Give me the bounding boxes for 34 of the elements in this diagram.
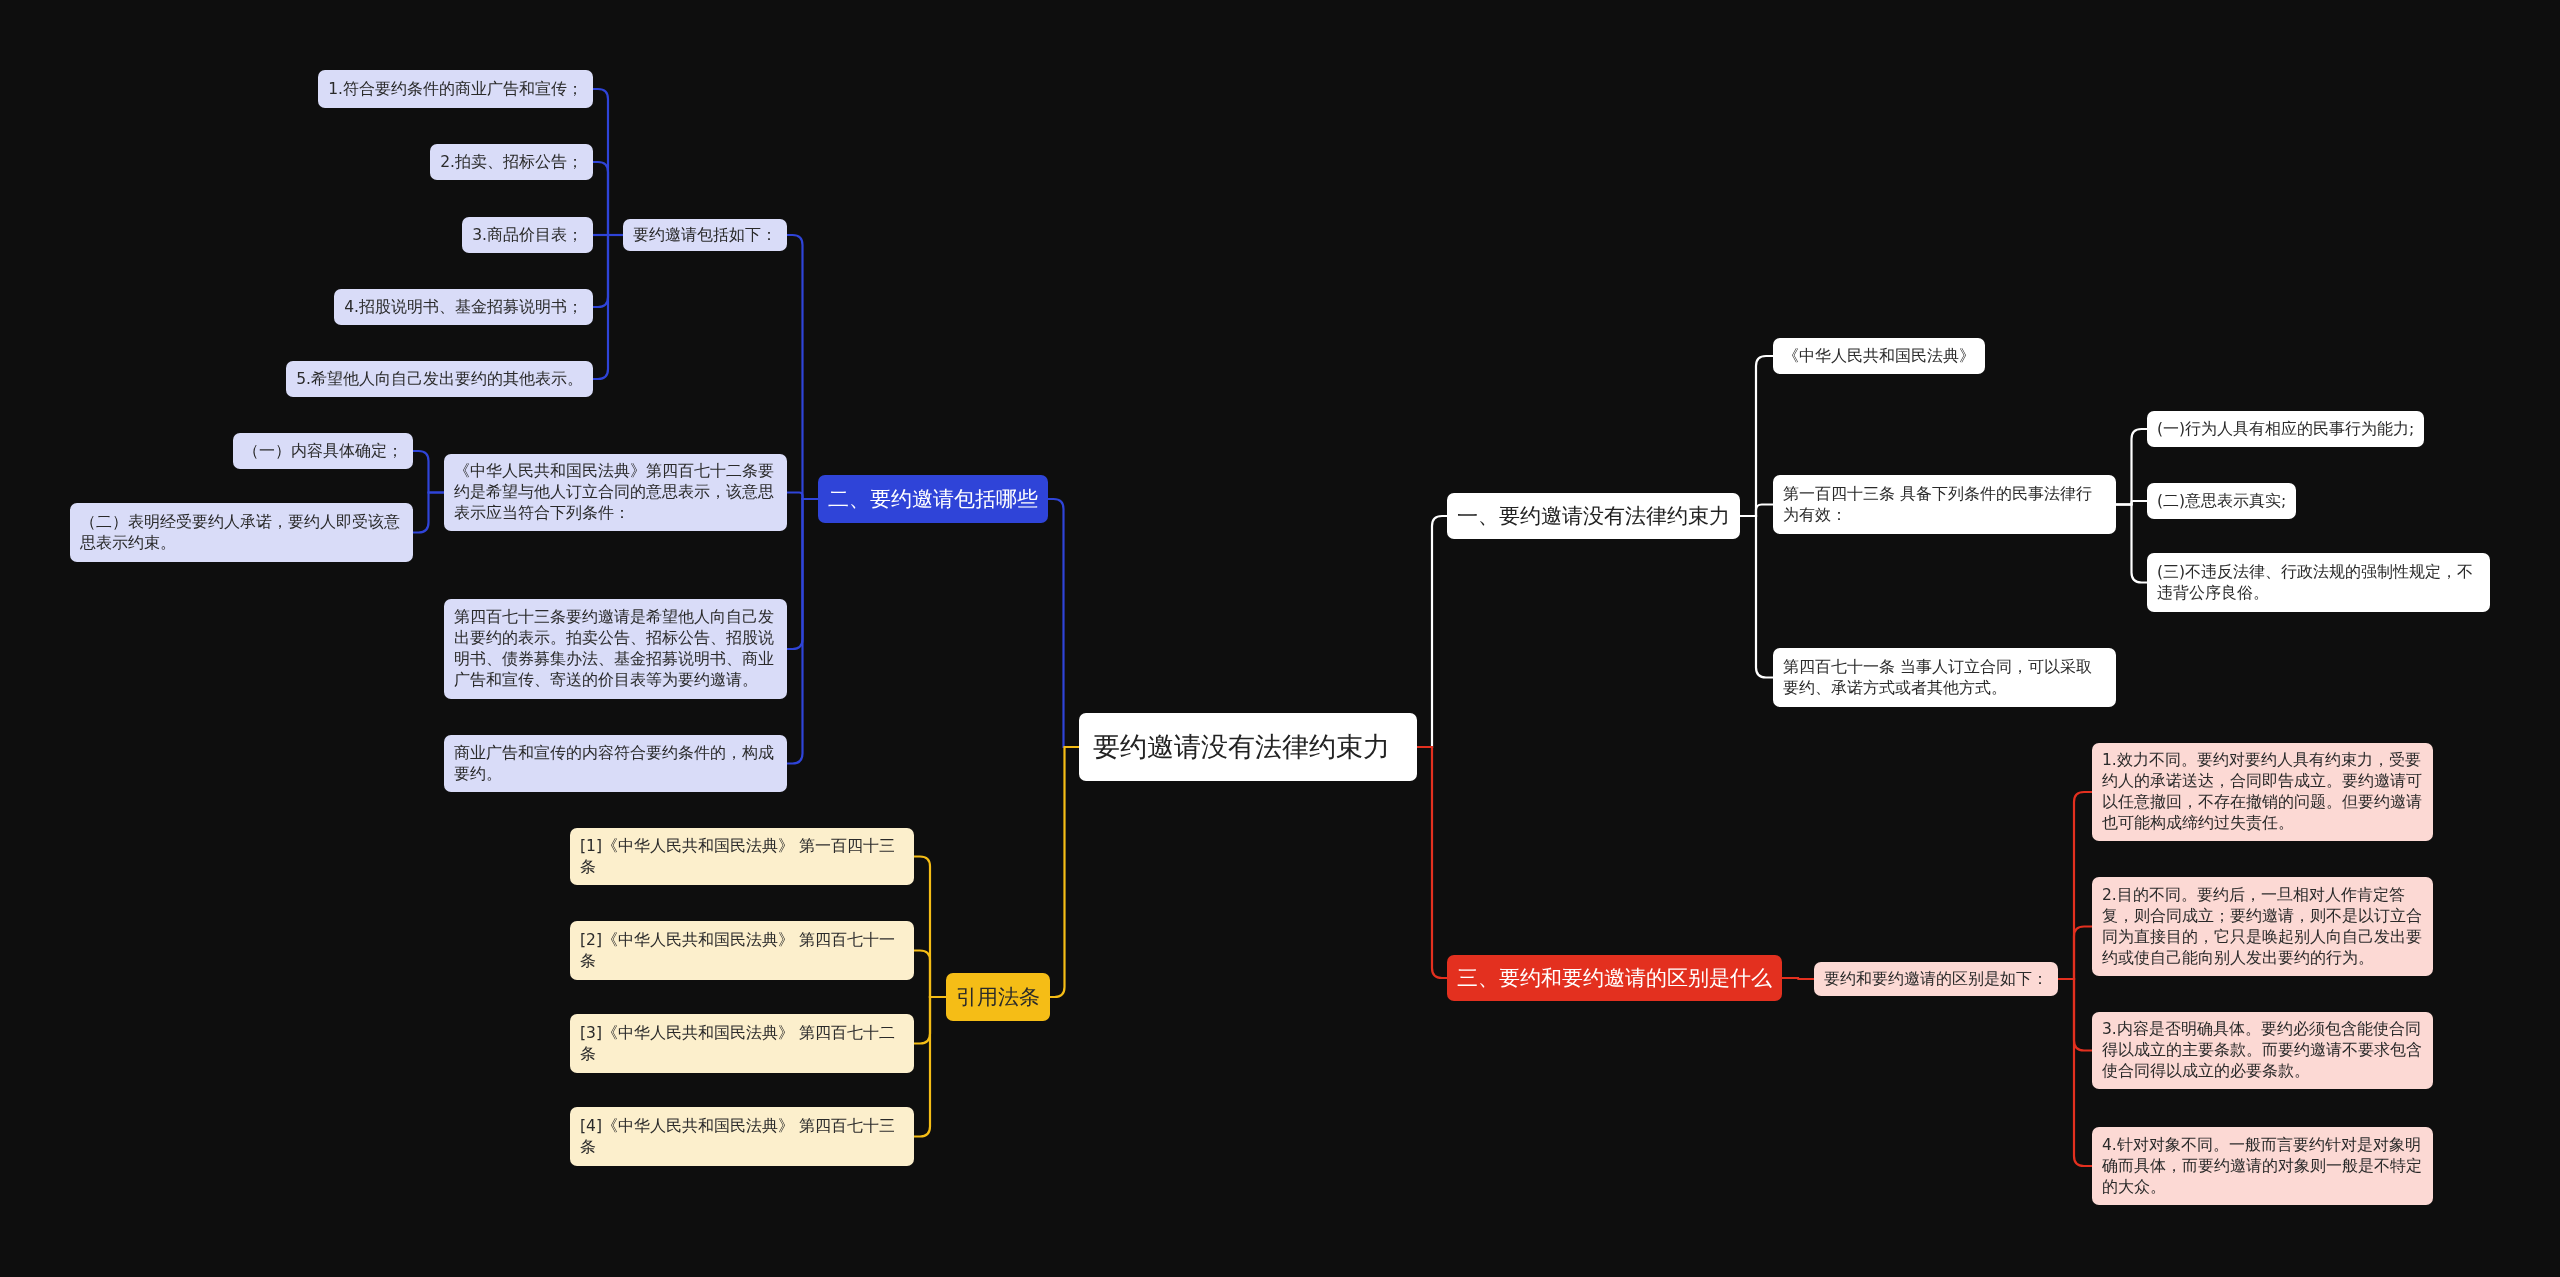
branch-topic-box: 一、要约邀请没有法律约束力 bbox=[1447, 493, 1740, 539]
subtopic-box: 4.招股说明书、基金招募说明书； bbox=[334, 289, 593, 325]
subtopic-box: 4.针对对象不同。一般而言要约针对是对象明确而具体，而要约邀请的对象则一般是不特定的大众。 bbox=[2092, 1127, 2433, 1205]
subtopic-box: 第四百七十三条要约邀请是希望他人向自己发出要约的表示。拍卖公告、招标公告、招股说明书、债券募集办法、基金招募说明书、商业广告和宣传、寄送的价目表等为要约邀请。 bbox=[444, 599, 787, 699]
central-topic-box: 要约邀请没有法律约束力 bbox=[1079, 713, 1417, 781]
connector-line bbox=[1782, 976, 1814, 981]
subtopic-box: （一）内容具体确定； bbox=[233, 433, 413, 469]
subtopic-box: 1.效力不同。要约对要约人具有约束力，受要约人的承诺送达，合同即告成立。要约邀请可以任意撤回，不存在撤销的问题。但要约邀请也可能构成缔约过失责任。 bbox=[2092, 743, 2433, 841]
subtopic-box: 2.拍卖、招标公告； bbox=[430, 144, 593, 180]
subtopic-box: [1]《中华人民共和国民法典》 第一百四十三条 bbox=[570, 828, 914, 885]
subtopic-box: 第四百七十一条 当事人订立合同，可以采取要约、承诺方式或者其他方式。 bbox=[1773, 648, 2116, 707]
subtopic-box: 《中华人民共和国民法典》第四百七十二条要约是希望与他人订立合同的意思表示，该意思表示应当符合下列条件： bbox=[444, 454, 787, 531]
connector-line bbox=[413, 491, 444, 534]
subtopic-box: [4]《中华人民共和国民法典》 第四百七十三条 bbox=[570, 1107, 914, 1166]
connector-line bbox=[2058, 977, 2092, 1168]
subtopic-box: 3.商品价目表； bbox=[462, 217, 593, 253]
subtopic-box: 要约邀请包括如下： bbox=[623, 219, 787, 251]
subtopic-box: (三)不违反法律、行政法规的强制性规定，不违背公序良俗。 bbox=[2147, 553, 2490, 612]
branch-topic-box: 三、要约和要约邀请的区别是什么 bbox=[1447, 955, 1782, 1001]
subtopic-box: 《中华人民共和国民法典》 bbox=[1773, 338, 1985, 374]
branch-topic-box: 二、要约邀请包括哪些 bbox=[818, 475, 1048, 523]
subtopic-box: 第一百四十三条 具备下列条件的民事法律行为有效： bbox=[1773, 475, 2116, 534]
subtopic-box: [3]《中华人民共和国民法典》 第四百七十二条 bbox=[570, 1014, 914, 1073]
subtopic-box: 商业广告和宣传的内容符合要约条件的，构成要约。 bbox=[444, 735, 787, 792]
branch-topic-box: 引用法条 bbox=[946, 973, 1050, 1021]
subtopic-box: 2.目的不同。要约后，一旦相对人作肯定答复，则合同成立；要约邀请，则不是以订立合同为直接目的，它只是唤起别人向自己发出要约或使自己能向别人发出要约的行为。 bbox=[2092, 877, 2433, 976]
subtopic-box: （二）表明经受要约人承诺，要约人即受该意思表示约束。 bbox=[70, 503, 413, 562]
subtopic-box: 5.希望他人向自己发出要约的其他表示。 bbox=[286, 361, 593, 397]
subtopic-box: 1.符合要约条件的商业广告和宣传； bbox=[318, 70, 593, 108]
subtopic-box: [2]《中华人民共和国民法典》 第四百七十一条 bbox=[570, 921, 914, 980]
subtopic-box: (二)意思表示真实; bbox=[2147, 483, 2297, 519]
subtopic-box: 要约和要约邀请的区别是如下： bbox=[1814, 962, 2058, 996]
subtopic-box: 3.内容是否明确具体。要约必须包含能使合同得以成立的主要条款。而要约邀请不要求包含使合同得以成立的必要条款。 bbox=[2092, 1012, 2433, 1089]
subtopic-box: (一)行为人具有相应的民事行为能力; bbox=[2147, 411, 2425, 447]
